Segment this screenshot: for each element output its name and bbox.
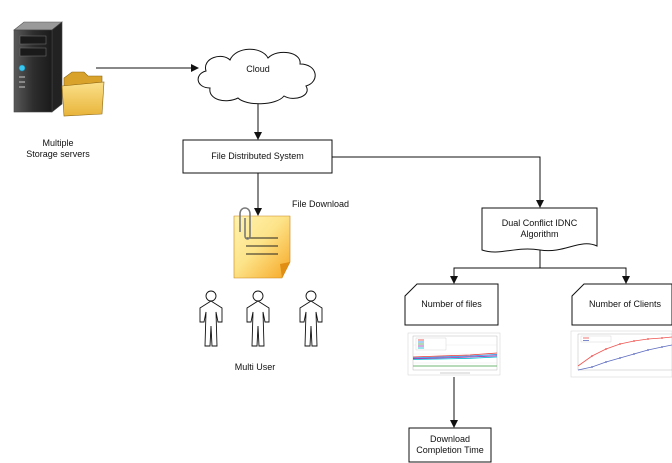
edge-to-number-of-clients bbox=[540, 267, 630, 284]
paperclip-icon bbox=[239, 207, 251, 240]
cloud-label: Cloud bbox=[246, 64, 270, 74]
user-figure-3 bbox=[299, 290, 323, 347]
download-label-line1: Download bbox=[429, 434, 471, 444]
files-plot-thumbnail bbox=[407, 332, 501, 376]
user-figure-1 bbox=[199, 290, 223, 347]
download-completion-time-label: Download Completion Time bbox=[409, 434, 491, 456]
number-of-clients-label: Number of Clients bbox=[588, 299, 662, 309]
storage-label-line1: Multiple bbox=[42, 138, 74, 148]
folder-icon bbox=[61, 71, 105, 117]
download-label-line2: Completion Time bbox=[416, 445, 484, 455]
number-of-files-label: Number of files bbox=[421, 299, 482, 309]
dual-conflict-label-line1: Dual Conflict IDNC bbox=[501, 218, 578, 228]
file-distributed-system-box bbox=[182, 139, 333, 174]
number-of-files-box bbox=[404, 283, 499, 326]
number-of-clients-box bbox=[571, 283, 672, 326]
server-icon bbox=[13, 21, 63, 113]
multi-user-label: Multi User bbox=[234, 362, 276, 372]
edge-to-number-of-files bbox=[450, 267, 540, 284]
storage-label-line2: Storage servers bbox=[26, 149, 90, 159]
cloud-shape bbox=[197, 48, 316, 105]
edge-fds-to-dual-conflict bbox=[332, 156, 544, 208]
storage-servers-label: Multiple Storage servers bbox=[18, 138, 98, 160]
dual-conflict-label-line2: Algorithm bbox=[520, 229, 559, 239]
download-completion-time-box bbox=[408, 427, 492, 463]
clients-plot-thumbnail bbox=[570, 330, 672, 378]
dual-conflict-label: Dual Conflict IDNC Algorithm bbox=[482, 218, 597, 240]
file-download-label: File Download bbox=[292, 199, 350, 209]
fds-label: File Distributed System bbox=[211, 151, 304, 161]
sticky-note-icon bbox=[233, 215, 291, 279]
user-figure-2 bbox=[246, 290, 270, 347]
